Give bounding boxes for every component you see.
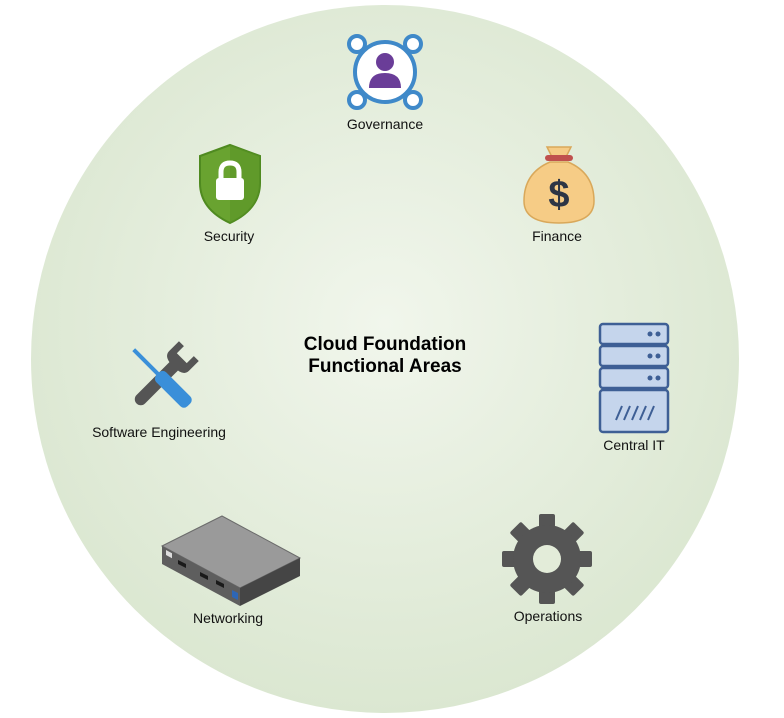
shield-lock-icon xyxy=(198,143,262,230)
governance-icon xyxy=(345,32,425,117)
diagram-title: Cloud Foundation Functional Areas xyxy=(260,334,510,378)
area-label-operations: Operations xyxy=(513,608,583,624)
area-label-software-engineering: Software Engineering xyxy=(92,424,226,440)
network-switch-icon xyxy=(156,510,302,613)
server-rack-icon xyxy=(598,322,670,439)
gear-icon xyxy=(500,512,594,611)
svg-text:$: $ xyxy=(548,174,569,216)
area-label-central-it: Central IT xyxy=(603,437,665,453)
area-label-governance: Governance xyxy=(346,116,424,132)
diagram-title-line-2: Functional Areas xyxy=(308,356,462,377)
area-label-networking: Networking xyxy=(192,610,264,626)
area-label-security: Security xyxy=(203,228,255,244)
area-label-finance: Finance xyxy=(532,228,582,244)
tools-icon xyxy=(120,336,204,425)
diagram-title-line-1: Cloud Foundation xyxy=(303,334,467,355)
money-bag-icon: $ xyxy=(520,143,598,230)
